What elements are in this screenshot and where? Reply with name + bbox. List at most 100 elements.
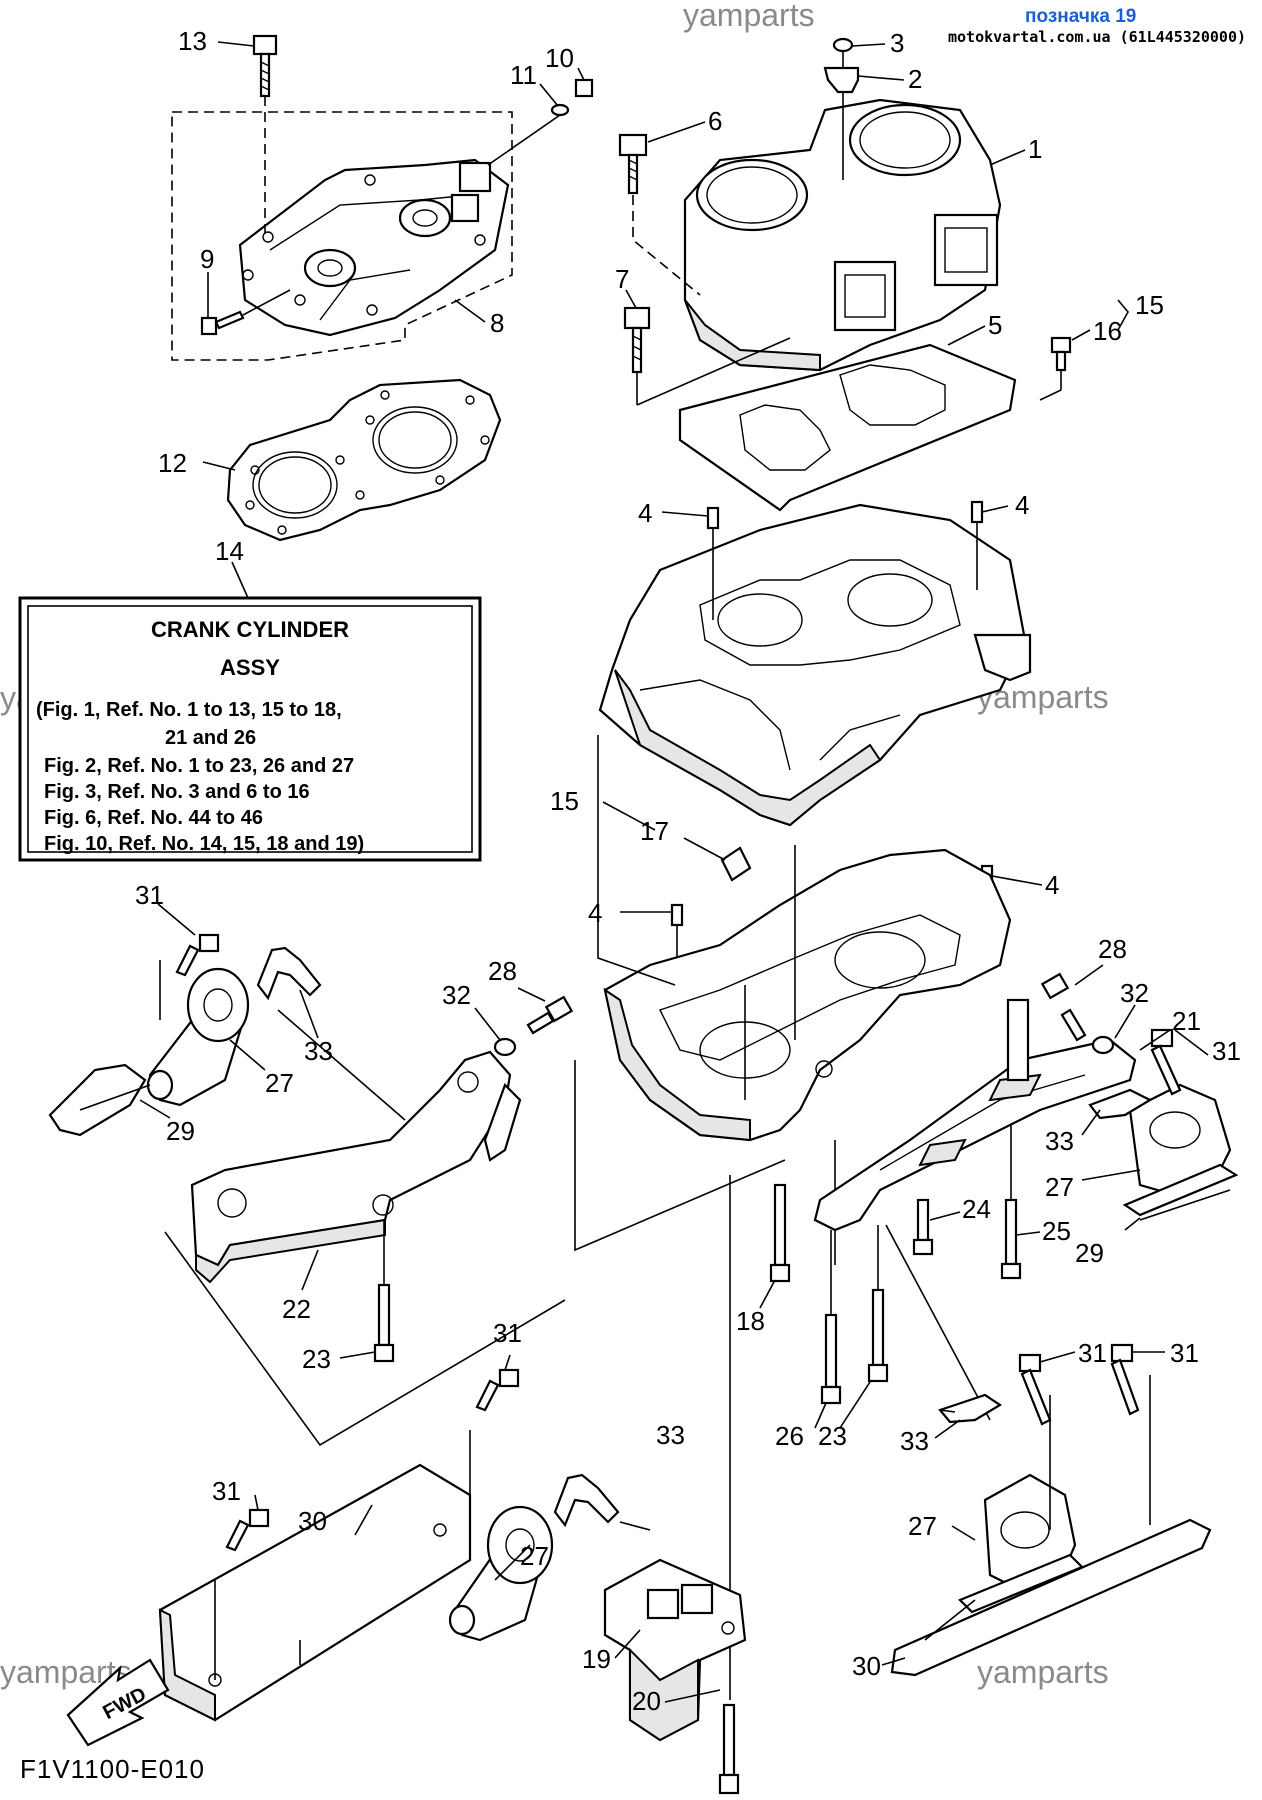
callout-number: 31 [212, 1476, 241, 1506]
callout-number: 14 [215, 536, 244, 566]
callout-number: 6 [708, 106, 722, 136]
dowel-pin-4 [670, 903, 684, 927]
cover-30 [890, 1518, 1212, 1677]
callout-number: 33 [1045, 1126, 1074, 1156]
header-label: позначка 19 [1025, 6, 1136, 27]
bolt-20 [718, 1703, 740, 1795]
fwd-arrow-icon: FWD [66, 1658, 170, 1747]
clip-33 [938, 1393, 1003, 1424]
plug-10 [574, 78, 594, 98]
washer-32 [493, 1037, 517, 1057]
bolt-31 [475, 1368, 520, 1412]
callout-numbers: 13 10 11 3 2 6 1 9 8 7 5 16 15 12 4 4 14… [135, 26, 1241, 1716]
bolt-16 [1039, 336, 1072, 401]
callout-number: 30 [852, 1651, 881, 1681]
callout-number: 15 [550, 786, 579, 816]
callout-number: 32 [442, 980, 471, 1010]
clip-33 [256, 946, 322, 1001]
callout-number: 24 [962, 1194, 991, 1224]
callout-number: 28 [1098, 934, 1127, 964]
callout-number: 4 [638, 498, 652, 528]
bolt-7 [623, 306, 791, 406]
callout-number: 23 [302, 1344, 331, 1374]
assy-line: Fig. 2, Ref. No. 1 to 23, 26 and 27 [44, 755, 354, 777]
bolt-26 [820, 1313, 842, 1405]
bolt-31 [1110, 1343, 1140, 1416]
rubber-damper-27 [448, 1505, 554, 1642]
callout-number: 4 [1015, 490, 1029, 520]
leader-lines [139, 41, 1209, 1703]
outlet-block-19 [603, 1558, 747, 1742]
callout-number: 20 [632, 1686, 661, 1716]
callout-number: 9 [200, 244, 214, 274]
screw-3 [832, 37, 854, 68]
clip-33 [553, 1473, 620, 1528]
callout-number: 27 [1045, 1172, 1074, 1202]
bolt-31 [159, 933, 220, 1020]
watermark: yamparts [683, 0, 815, 33]
callout-number: 16 [1093, 316, 1122, 346]
callout-number: 23 [818, 1421, 847, 1451]
rubber-damper-27 [1122, 1083, 1239, 1217]
assy-info-box: CRANK CYLINDER ASSY (Fig. 1, Ref. No. 1 … [18, 596, 482, 862]
bolt-28 [1040, 972, 1087, 1042]
callout-number: 11 [510, 60, 537, 90]
callout-number: 22 [282, 1294, 311, 1324]
figure-code: F1V1100-E010 [20, 1754, 205, 1784]
watermark: yamparts [977, 1654, 1109, 1690]
bracket-2 [823, 66, 860, 94]
bolt-25 [1004, 1198, 1018, 1266]
mount-plate-29 [48, 1063, 147, 1137]
callout-number: 17 [640, 816, 669, 846]
callout-number: 18 [736, 1306, 765, 1336]
assy-line: Fig. 3, Ref. No. 3 and 6 to 16 [44, 781, 310, 803]
callout-number: 3 [890, 28, 904, 58]
callout-number: 5 [988, 310, 1002, 340]
callout-number: 27 [908, 1511, 937, 1541]
callout-number: 31 [135, 880, 164, 910]
callout-number: 27 [520, 1541, 549, 1571]
callout-number: 27 [265, 1068, 294, 1098]
assy-line: Fig. 6, Ref. No. 44 to 46 [44, 807, 263, 829]
callout-number: 32 [1120, 978, 1149, 1008]
cylinder-head-group [171, 111, 513, 361]
engine-mount-21 [813, 998, 1137, 1232]
bolt-28 [526, 995, 574, 1035]
callout-number: 33 [900, 1426, 929, 1456]
dowel-pin-4 [970, 500, 984, 524]
callout-number: 21 [1172, 1006, 1201, 1036]
callout-number: 33 [656, 1420, 685, 1450]
washer-32 [1091, 1035, 1115, 1055]
washer-11 [550, 103, 570, 117]
bolt-31 [1150, 1028, 1182, 1096]
bolt-18 [769, 1183, 791, 1283]
callout-number: 29 [1075, 1238, 1104, 1268]
callout-number: 13 [178, 26, 207, 56]
callout-number: 31 [1078, 1338, 1107, 1368]
dowel-17 [720, 846, 752, 882]
assy-title: CRANK CYLINDER [151, 617, 349, 642]
bolt-31 [214, 1508, 301, 1680]
bolt-23 [867, 1288, 889, 1383]
bolt-6 [618, 133, 701, 296]
rubber-damper-27 [146, 967, 250, 1107]
callout-number: 25 [1042, 1216, 1071, 1246]
callout-number: 26 [775, 1421, 804, 1451]
upper-crankcase [598, 503, 1032, 827]
callout-number: 31 [1212, 1036, 1241, 1066]
header-site: motokvartal.com.ua (61L445320000) [948, 28, 1246, 46]
callout-number: 29 [166, 1116, 195, 1146]
head-gasket-12 [226, 378, 502, 542]
base-gasket-5 [678, 343, 1017, 512]
callout-number: 1 [1028, 134, 1042, 164]
clip-33 [1088, 1088, 1153, 1120]
callout-number: 33 [304, 1036, 333, 1066]
callout-number: 2 [908, 64, 922, 94]
callout-number: 12 [158, 448, 187, 478]
callout-number: 8 [490, 308, 504, 338]
assy-line: 21 and 26 [165, 727, 256, 749]
cylinder-block-1 [683, 98, 1002, 372]
callout-number: 4 [588, 898, 602, 928]
bolt-13 [252, 34, 278, 235]
